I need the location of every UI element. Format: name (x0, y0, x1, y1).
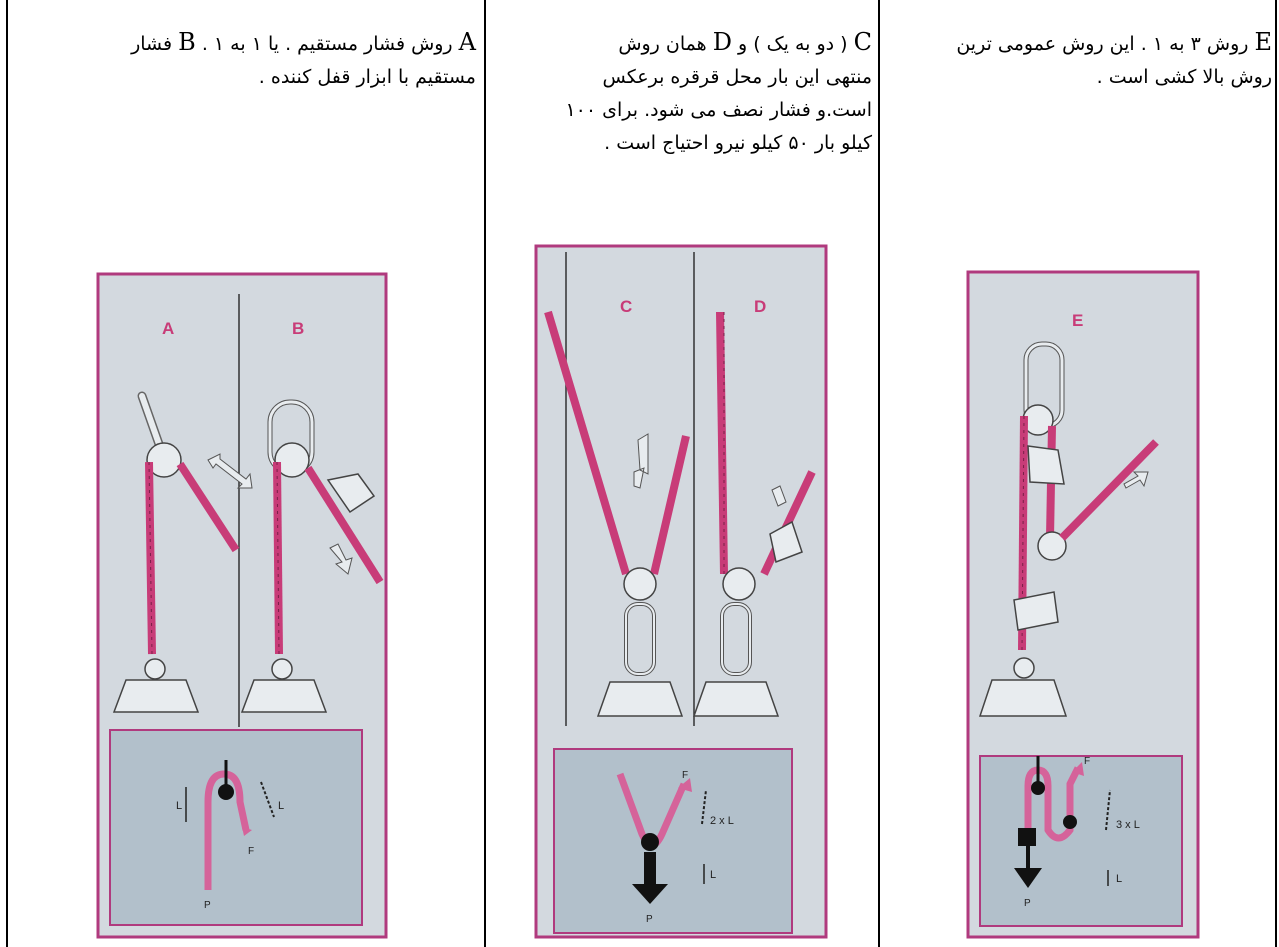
letter-e: E (1254, 28, 1272, 56)
figure-ab: A B L L F P (96, 272, 388, 939)
grab-e (1013, 591, 1059, 631)
pulley-b (274, 442, 310, 478)
cell-e-text: E روش ۳ به ۱ . این روش عمومی ترین روش با… (884, 26, 1272, 94)
letter-b: B (178, 28, 196, 56)
cell-cd-line4: کیلو بار ۵۰ کیلو نیرو احتیاج است . (604, 132, 872, 154)
svg-text:P: P (204, 900, 211, 911)
svg-text:F: F (1084, 756, 1090, 767)
svg-text:L: L (278, 800, 284, 812)
weight-d (692, 681, 780, 717)
table-border-mid-left (484, 0, 486, 947)
table-border-right (1275, 0, 1277, 947)
fig-label-d: D (754, 297, 766, 316)
ascender-b (326, 473, 376, 514)
figure-cd: C D 2 x L L F P (534, 244, 828, 939)
cell-cd-line3: است.و فشار نصف می شود. برای ۱۰۰ (565, 99, 872, 121)
letter-a: A (458, 28, 476, 56)
ascender-d (769, 520, 803, 564)
cell-ab-line2: مستقیم با ابزار قفل کننده . (258, 66, 476, 88)
svg-text:F: F (682, 770, 688, 781)
svg-text:L: L (176, 800, 182, 812)
table-border-left (6, 0, 8, 947)
svg-text:F: F (248, 846, 254, 857)
pulley-c (623, 567, 657, 601)
fig-label-e: E (1072, 311, 1083, 330)
svg-text:L: L (1116, 873, 1122, 885)
cell-ab-text: A روش فشار مستقیم . یا ۱ به ۱ . B فشار م… (14, 26, 476, 94)
fig-label-c: C (620, 297, 632, 316)
weight-b (240, 679, 328, 713)
weight-a (112, 679, 200, 713)
cell-e-line2: روش بالا کشی است . (1096, 66, 1272, 88)
cell-cd-line1: C ( دو به یک ) و D همان روش (618, 28, 872, 56)
svg-text:3 x L: 3 x L (1116, 819, 1140, 831)
weight-e (978, 679, 1068, 717)
fig-label-a: A (162, 319, 174, 338)
cell-ab-line1: A روش فشار مستقیم . یا ۱ به ۱ . B فشار (131, 28, 476, 56)
schematic-ab (109, 729, 363, 926)
weight-c (596, 681, 684, 717)
cell-cd-text: C ( دو به یک ) و D همان روش منتهی این با… (490, 26, 872, 160)
fig-label-b: B (292, 319, 304, 338)
pulley-a (146, 442, 182, 478)
svg-text:P: P (646, 914, 653, 925)
svg-text:2 x L: 2 x L (710, 815, 734, 827)
table-border-mid-right (878, 0, 880, 947)
pulley-d (722, 567, 756, 601)
schematic-e (979, 755, 1183, 927)
letter-c: C (853, 28, 872, 56)
cell-e-line1: E روش ۳ به ۱ . این روش عمومی ترین (956, 28, 1272, 56)
figure-e: E 3 x L L F P (966, 270, 1200, 939)
letter-d: D (712, 28, 732, 56)
svg-text:L: L (710, 869, 716, 881)
ascender-e (1027, 445, 1065, 485)
cell-cd-line2: منتهی این بار محل قرقره برعکس (602, 66, 872, 88)
schematic-cd (553, 748, 793, 934)
svg-text:P: P (1024, 898, 1031, 909)
pulley-e-bottom (1037, 531, 1067, 561)
